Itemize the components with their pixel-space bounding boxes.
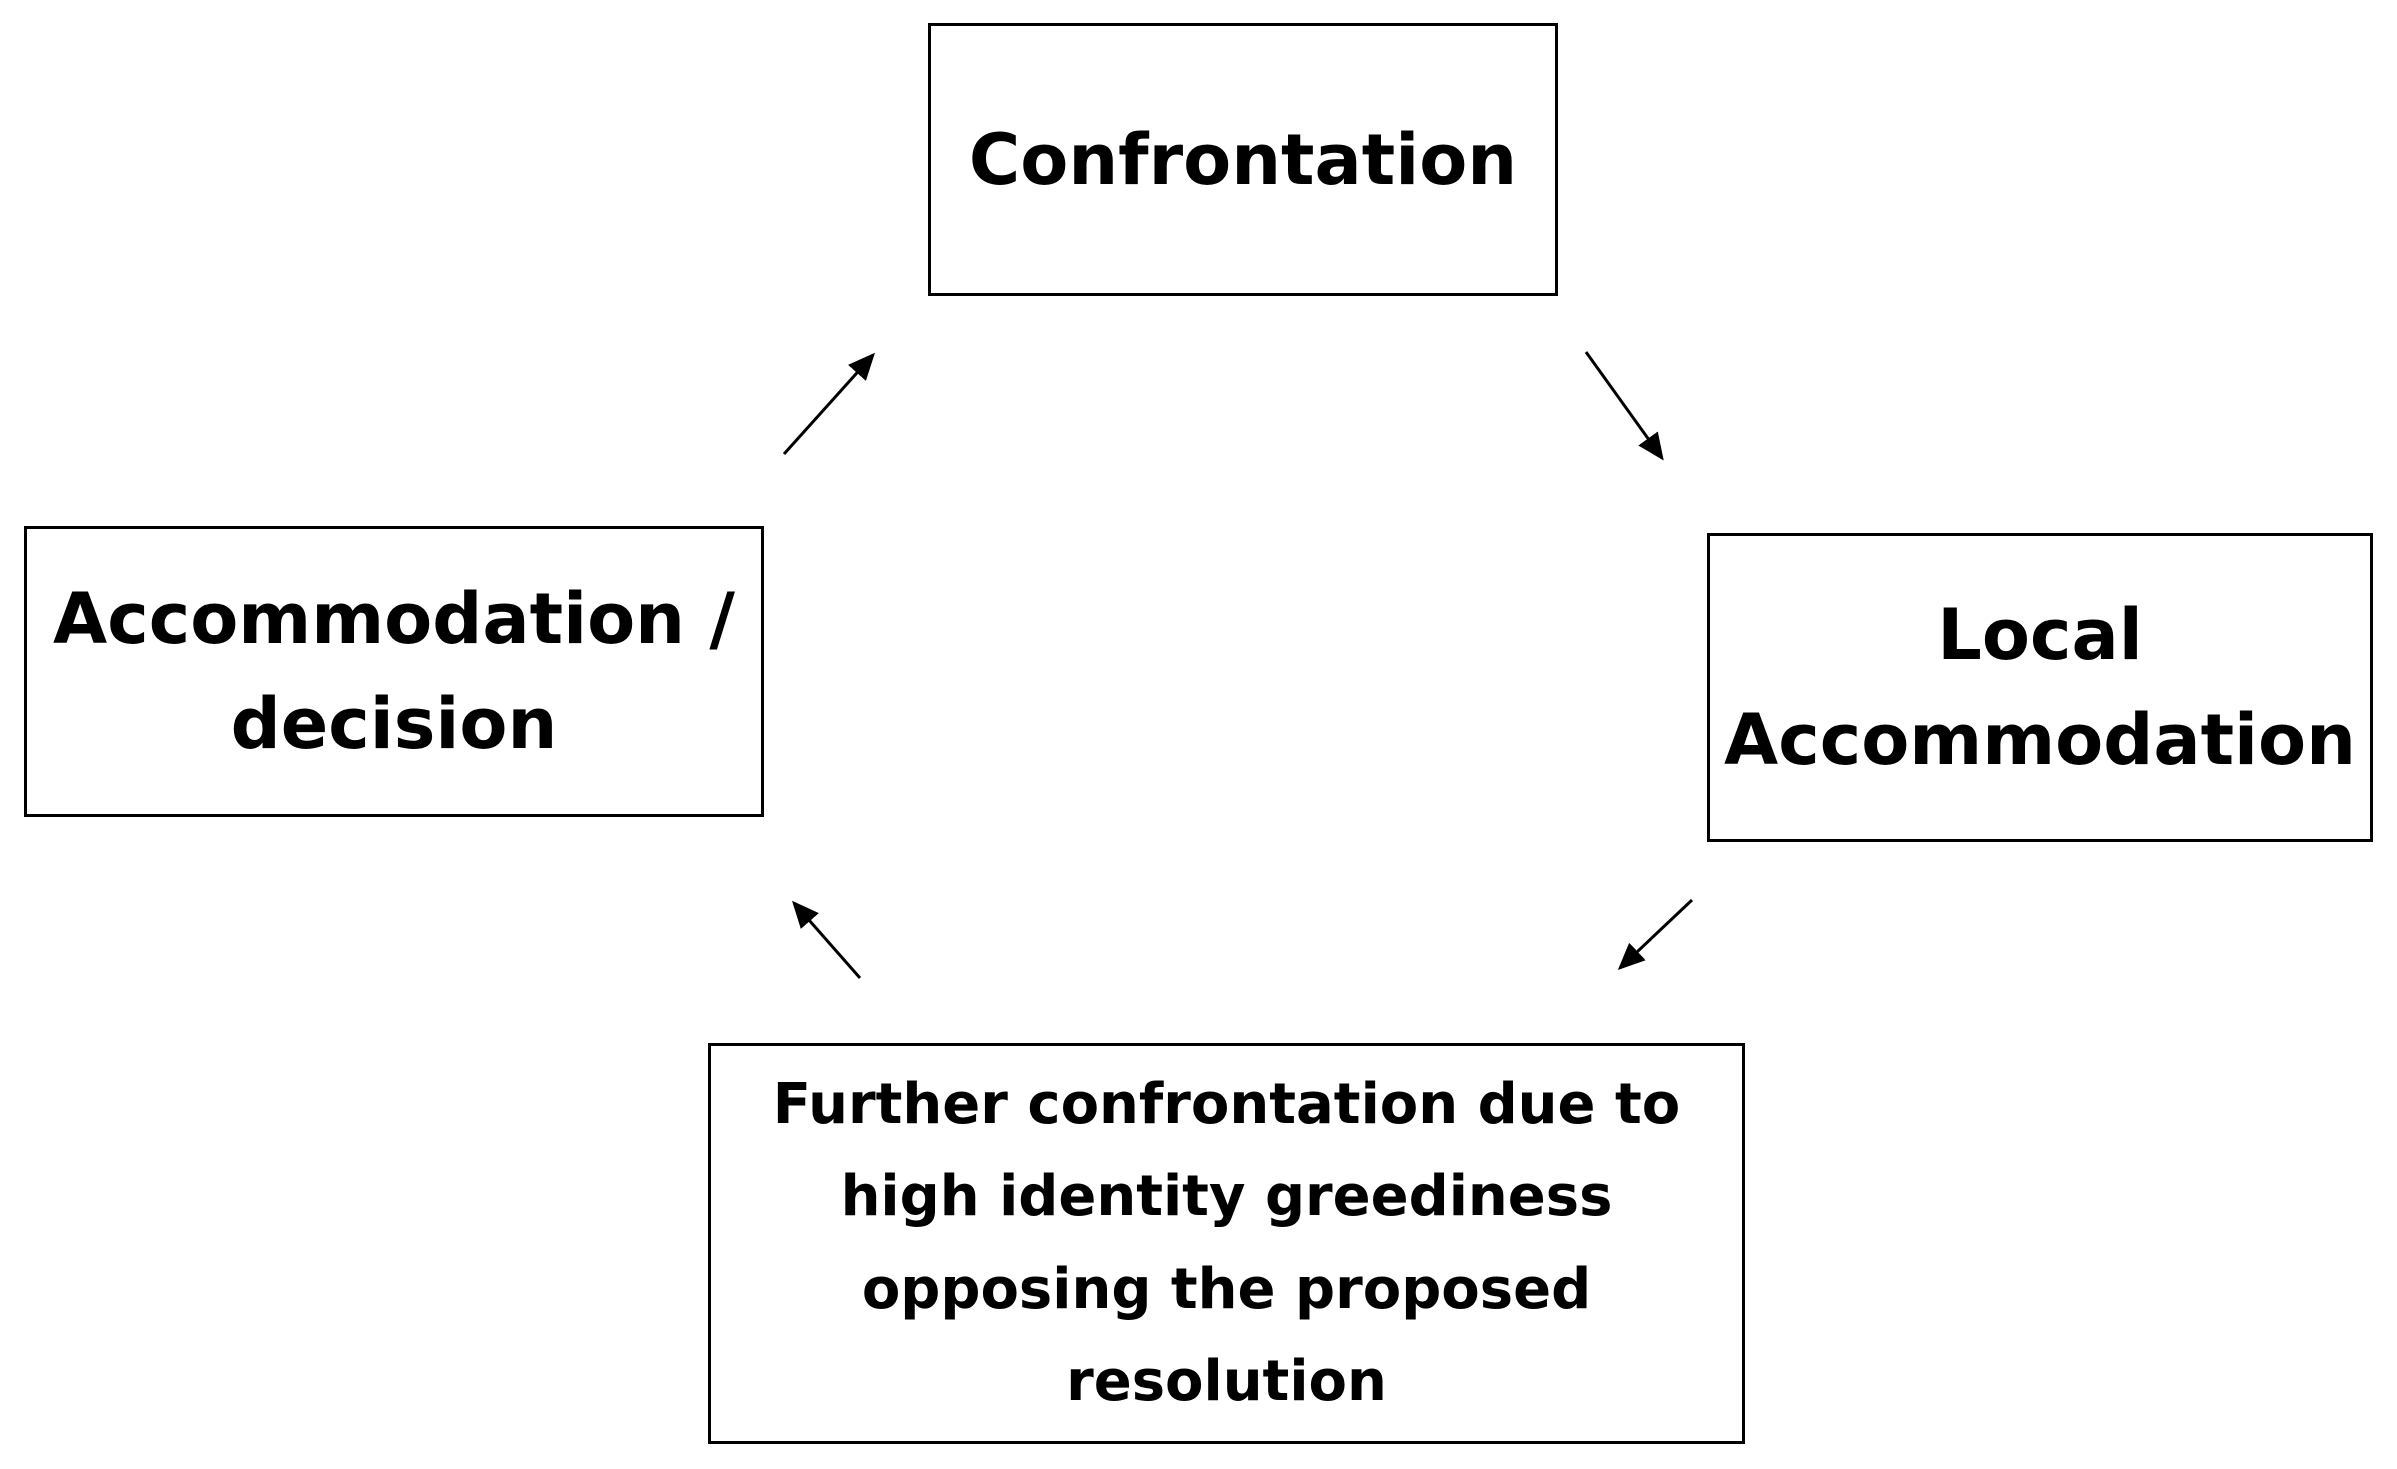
arrow-accommodation-to-confrontation: [782, 352, 876, 456]
further-confrontation-label: Further confrontation due to high identi…: [772, 1071, 1681, 1414]
confrontation-box: Confrontation: [928, 23, 1558, 296]
local-accommodation-label: Local Accommodation: [1724, 593, 2356, 781]
local-accommodation-box: Local Accommodation: [1707, 533, 2373, 842]
confrontation-label: Confrontation: [968, 118, 1518, 201]
arrow-local-to-further: [1617, 898, 1694, 971]
further-confrontation-box: Further confrontation due to high identi…: [708, 1043, 1745, 1444]
accommodation-decision-box: Accommodation / decision: [24, 526, 764, 817]
arrow-confrontation-to-local: [1584, 351, 1664, 461]
accommodation-decision-label: Accommodation / decision: [53, 577, 735, 765]
arrow-further-to-accommodation: [792, 900, 862, 979]
